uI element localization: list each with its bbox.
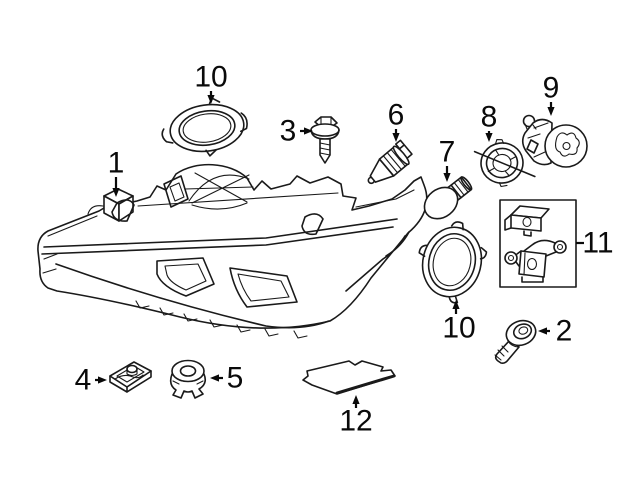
part-cover-panel [302, 360, 396, 395]
callout-label-clip-nut: 4 [75, 364, 92, 397]
callout-arrowhead-cover-panel [352, 395, 360, 404]
part-signal-bulb [423, 176, 473, 220]
callout-arrowhead-mounting-screw-3 [304, 127, 313, 135]
callout-arrowhead-access-cap-top [207, 95, 215, 104]
callout-arrowhead-grommet [210, 374, 219, 382]
callout-arrowhead-halogen-bulb [392, 133, 400, 142]
callout-label-access-cap-bottom: 10 [442, 312, 475, 345]
callout-label-signal-bulb: 7 [439, 136, 456, 169]
callout-arrowhead-bulb-socket [485, 133, 493, 142]
callout-label-mounting-screw-2: 2 [556, 315, 573, 348]
callout-arrowhead-adjuster-motor [547, 107, 555, 116]
callout-label-bulb-socket: 8 [481, 101, 498, 134]
callout-label-grommet: 5 [227, 362, 244, 395]
callout-arrowhead-clip-nut [98, 376, 107, 384]
part-halogen-bulb [367, 139, 413, 185]
part-grommet [169, 359, 206, 399]
callout-label-adjuster-motor: 9 [543, 72, 560, 105]
callout-label-halogen-bulb: 6 [388, 99, 405, 132]
callout-arrowhead-headlamp-assembly [112, 188, 120, 197]
callout-label-headlamp-assembly: 1 [108, 147, 125, 180]
callout-label-bracket-kit: 11 [582, 227, 613, 260]
part-adjuster-motor [521, 114, 588, 168]
callout-arrowhead-signal-bulb [443, 173, 451, 182]
callout-label-mounting-screw-3: 3 [280, 115, 297, 148]
callout-label-cover-panel: 12 [339, 405, 372, 438]
part-bracket-kit [499, 199, 577, 288]
part-bulb-socket [473, 138, 536, 188]
callout-arrowhead-mounting-screw-2 [538, 327, 547, 335]
part-clip-nut [109, 361, 152, 393]
callout-arrowhead-access-cap-bottom [452, 300, 460, 309]
part-access-cap-top [161, 97, 248, 157]
part-access-cap-bottom [418, 221, 488, 304]
part-screw-3 [310, 116, 340, 164]
callout-label-access-cap-top: 10 [194, 61, 227, 94]
part-headlamp-assembly [37, 163, 428, 339]
part-mounting-screw-2 [494, 319, 537, 364]
